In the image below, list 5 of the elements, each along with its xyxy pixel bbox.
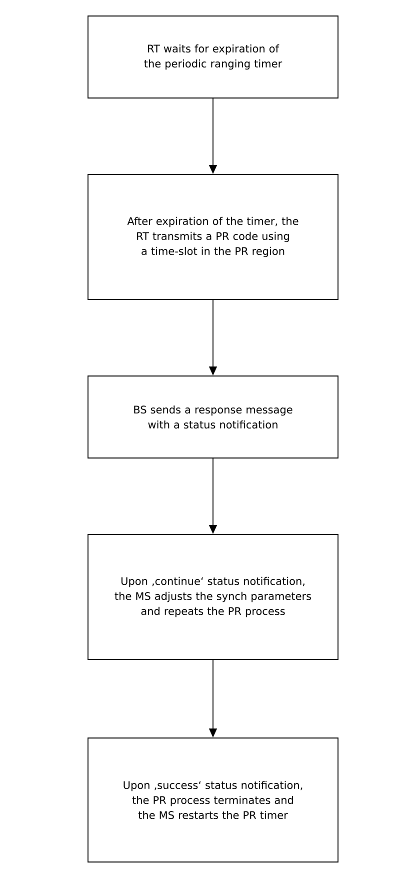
process-box: BS sends a response message with a status notification — [88, 376, 338, 458]
process-box: After expiration of the timer, the RT transmits a PR code using a time-slot in the PR region — [88, 174, 338, 300]
process-box: Upon ‚continue‘ status notification, the MS adjusts the synch parameters and repeats the PR process — [88, 534, 338, 660]
process-box: Upon ‚success‘ status notification, the PR process terminates and the MS restarts the PR timer — [88, 738, 338, 862]
process-box: RT waits for expiration of the periodic ranging timer — [88, 16, 338, 98]
